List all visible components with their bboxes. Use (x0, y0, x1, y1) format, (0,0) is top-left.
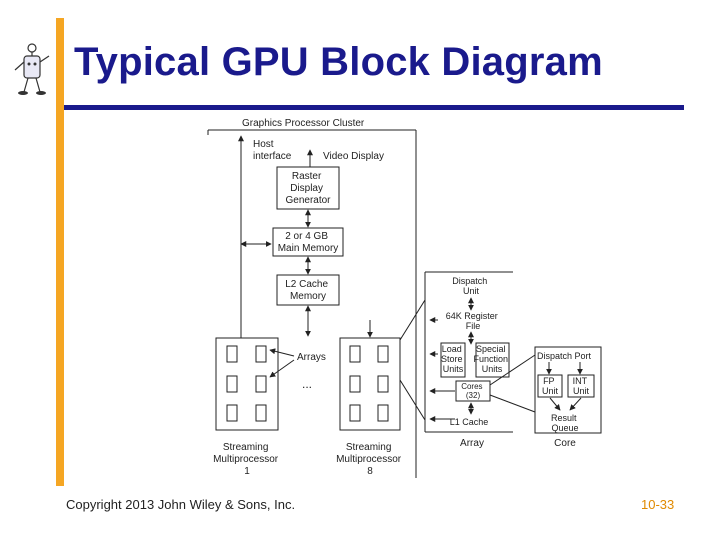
int-result-arrow (569, 397, 582, 411)
cores-label: Cores (32) (461, 382, 485, 400)
arrays-arrow-top (269, 348, 295, 357)
host-interface-label: Host interface (253, 139, 292, 162)
core-detail-box (534, 346, 602, 434)
streaming-multiprocessor-1-box (215, 337, 279, 431)
video-display-label: Video Display (323, 151, 384, 162)
ellipsis: ... (302, 377, 312, 391)
arrays-label: Arrays (297, 352, 326, 363)
cluster-frame: Graphics Processor Cluster (207, 118, 417, 478)
special-function-units-box (475, 342, 510, 378)
sm1-arrays (226, 345, 267, 422)
int-unit-box (567, 374, 595, 398)
dispatch-port-label: Dispatch Port (537, 351, 592, 361)
footer-copyright: Copyright 2013 John Wiley & Sons, Inc. (66, 497, 296, 512)
accent-bar (56, 18, 64, 486)
raster-display-generator-box (276, 166, 340, 210)
load-store-label: Load Store Units (441, 344, 465, 374)
load-store-units-box (440, 342, 466, 378)
cores-box (455, 380, 491, 402)
l1-cache-label: L1 Cache (450, 417, 489, 427)
fp-result-arrow (549, 397, 561, 411)
result-queue-label: Result Queue (551, 413, 579, 433)
sm8-label: Streaming Multiprocessor 8 (336, 442, 404, 477)
zoom-line-top (399, 299, 426, 341)
streaming-multiprocessor-8-box (339, 337, 401, 431)
sm1-label: Streaming Multiprocessor 1 (213, 442, 281, 477)
dispatch-unit-label: Dispatch Unit (452, 276, 490, 296)
slide-title: Typical GPU Block Diagram (74, 40, 603, 84)
fp-unit-box (537, 374, 563, 398)
cluster-label: Graphics Processor Cluster (242, 118, 365, 129)
page-number: 10-33 (641, 497, 675, 512)
fp-unit-label: FP Unit (542, 376, 559, 396)
arrays-arrow-bottom (269, 359, 295, 378)
register-file-label: 64K Register File (446, 311, 501, 331)
main-memory-box (272, 227, 344, 257)
core-zoom-line-top (489, 354, 536, 386)
special-function-label: Special Function Units (473, 344, 510, 374)
int-unit-label: INT Unit (573, 376, 590, 396)
sm8-arrays (349, 345, 389, 422)
zoom-line-bottom (399, 379, 426, 421)
mascot-logo (14, 43, 50, 95)
core-zoom-line-bottom (489, 394, 536, 413)
array-label: Array (460, 438, 484, 449)
core-label: Core (554, 438, 576, 449)
l2-cache-box (276, 274, 340, 306)
l2-cache-label: L2 Cache Memory (285, 279, 331, 302)
main-memory-label: 2 or 4 GB Main Memory (278, 231, 339, 254)
title-underline (64, 105, 684, 110)
raster-label: Raster Display Generator (285, 171, 331, 206)
